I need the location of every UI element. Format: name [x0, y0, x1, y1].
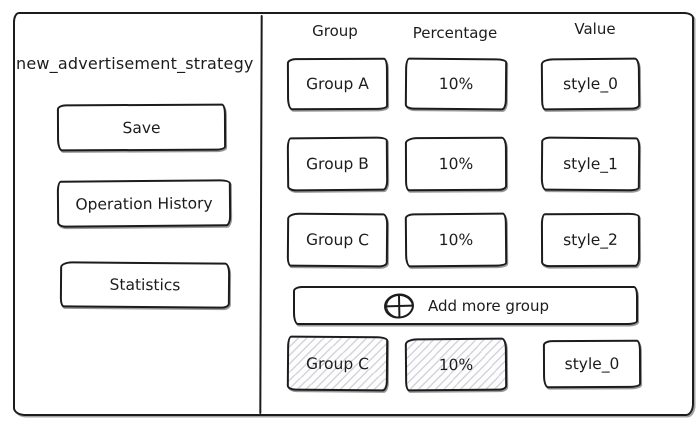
group-cell-row1-label: Group A — [306, 74, 369, 94]
group-cell-row2-label: Group B — [306, 154, 369, 174]
plus-circle-icon — [384, 292, 414, 319]
value-cell-draft-row[interactable]: style_0 — [542, 339, 642, 389]
value-cell-row1[interactable]: style_0 — [540, 57, 641, 111]
value-cell-row3-label: style_2 — [563, 230, 618, 250]
operation-history-button-label: Operation History — [75, 193, 213, 214]
percentage-cell-row3-label: 10% — [438, 230, 474, 250]
value-cell-row2-label: style_1 — [563, 154, 618, 174]
percentage-cell-draft-row[interactable]: 10% — [404, 337, 508, 392]
value-cell-draft-row-label: style_0 — [564, 354, 620, 374]
add-more-group-button[interactable]: Add more group — [293, 286, 638, 325]
strategy-title: new_advertisement_strategy — [16, 54, 254, 73]
operation-history-button[interactable]: Operation History — [56, 179, 232, 228]
group-cell-row3-label: Group C — [305, 230, 370, 250]
column-header-percentage: Percentage — [412, 24, 498, 42]
save-button[interactable]: Save — [56, 103, 227, 152]
group-cell-draft-row-label: Group C — [305, 354, 370, 373]
statistics-button-label: Statistics — [109, 275, 181, 295]
group-cell-row3[interactable]: Group C — [286, 212, 389, 268]
group-cell-row2[interactable]: Group B — [286, 136, 389, 192]
column-header-value: Value — [574, 20, 616, 38]
group-cell-row1[interactable]: Group A — [286, 57, 389, 111]
percentage-cell-row3[interactable]: 10% — [404, 212, 508, 268]
percentage-cell-row2-label: 10% — [438, 154, 474, 174]
canvas-frame — [13, 12, 694, 416]
value-cell-row2[interactable]: style_1 — [540, 136, 641, 192]
statistics-button[interactable]: Statistics — [59, 261, 231, 309]
percentage-cell-row1-label: 10% — [438, 74, 474, 94]
save-button-label: Save — [122, 118, 161, 137]
value-cell-row3[interactable]: style_2 — [540, 212, 641, 268]
add-more-group-label: Add more group — [428, 296, 549, 315]
percentage-cell-draft-row-label: 10% — [438, 355, 474, 374]
column-header-group: Group — [312, 22, 358, 40]
percentage-cell-row2[interactable]: 10% — [404, 136, 508, 192]
group-cell-draft-row[interactable]: Group C — [286, 335, 389, 392]
percentage-cell-row1[interactable]: 10% — [404, 57, 508, 111]
value-cell-row1-label: style_0 — [563, 74, 618, 94]
